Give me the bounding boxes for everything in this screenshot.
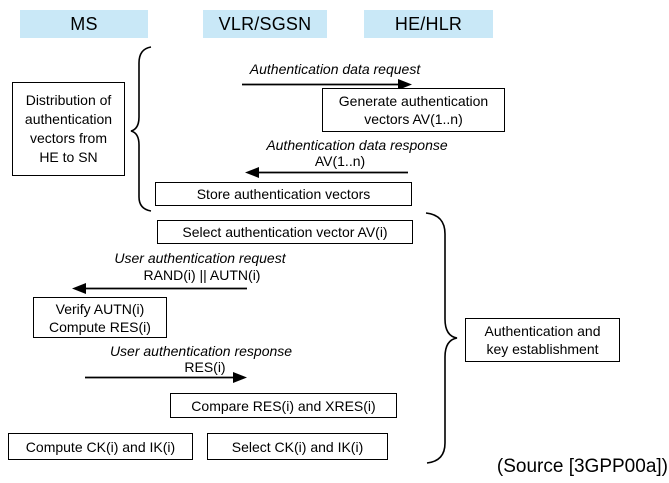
compare-res-box: Compare RES(i) and XRES(i): [170, 393, 397, 418]
source-citation: (Source [3GPP00a]): [496, 456, 668, 477]
actor-vlr-sgsn: VLR/SGSN: [203, 10, 327, 38]
actor-vlr-sgsn-label: VLR/SGSN: [218, 13, 312, 34]
auth-key-phase-brace: [425, 212, 458, 464]
user-auth-response-param: RES(i): [184, 359, 226, 375]
auth-data-request-label: Authentication data request: [249, 61, 421, 77]
user-auth-request-arrow: [72, 283, 247, 294]
distribution-phase-box: Distribution of authentication vectors f…: [12, 82, 125, 176]
actor-ms-label: MS: [70, 13, 98, 34]
user-auth-response-label: User authentication response: [109, 343, 293, 359]
store-vectors-box: Store authentication vectors: [155, 182, 412, 206]
select-ck-ik-box: Select CK(i) and IK(i): [207, 433, 388, 460]
actor-he-hlr: HE/HLR: [364, 10, 493, 38]
user-auth-request-param: RAND(i) || AUTN(i): [143, 267, 261, 283]
distribution-phase-brace: [130, 46, 152, 212]
actor-he-hlr-label: HE/HLR: [394, 13, 463, 34]
auth-data-response-label: Authentication data response: [266, 137, 448, 153]
generate-vectors-box: Generate authentication vectors AV(1..n): [322, 88, 505, 132]
compute-ck-ik-box: Compute CK(i) and IK(i): [8, 433, 193, 460]
auth-data-response-param: AV(1..n): [314, 153, 366, 169]
select-vector-box: Select authentication vector AV(i): [157, 220, 413, 244]
verify-autn-box: Verify AUTN(i) Compute RES(i): [33, 297, 167, 338]
user-auth-request-label: User authentication request: [114, 250, 286, 266]
auth-key-establishment-box: Authentication and key establishment: [465, 318, 620, 362]
actor-ms: MS: [20, 10, 148, 38]
